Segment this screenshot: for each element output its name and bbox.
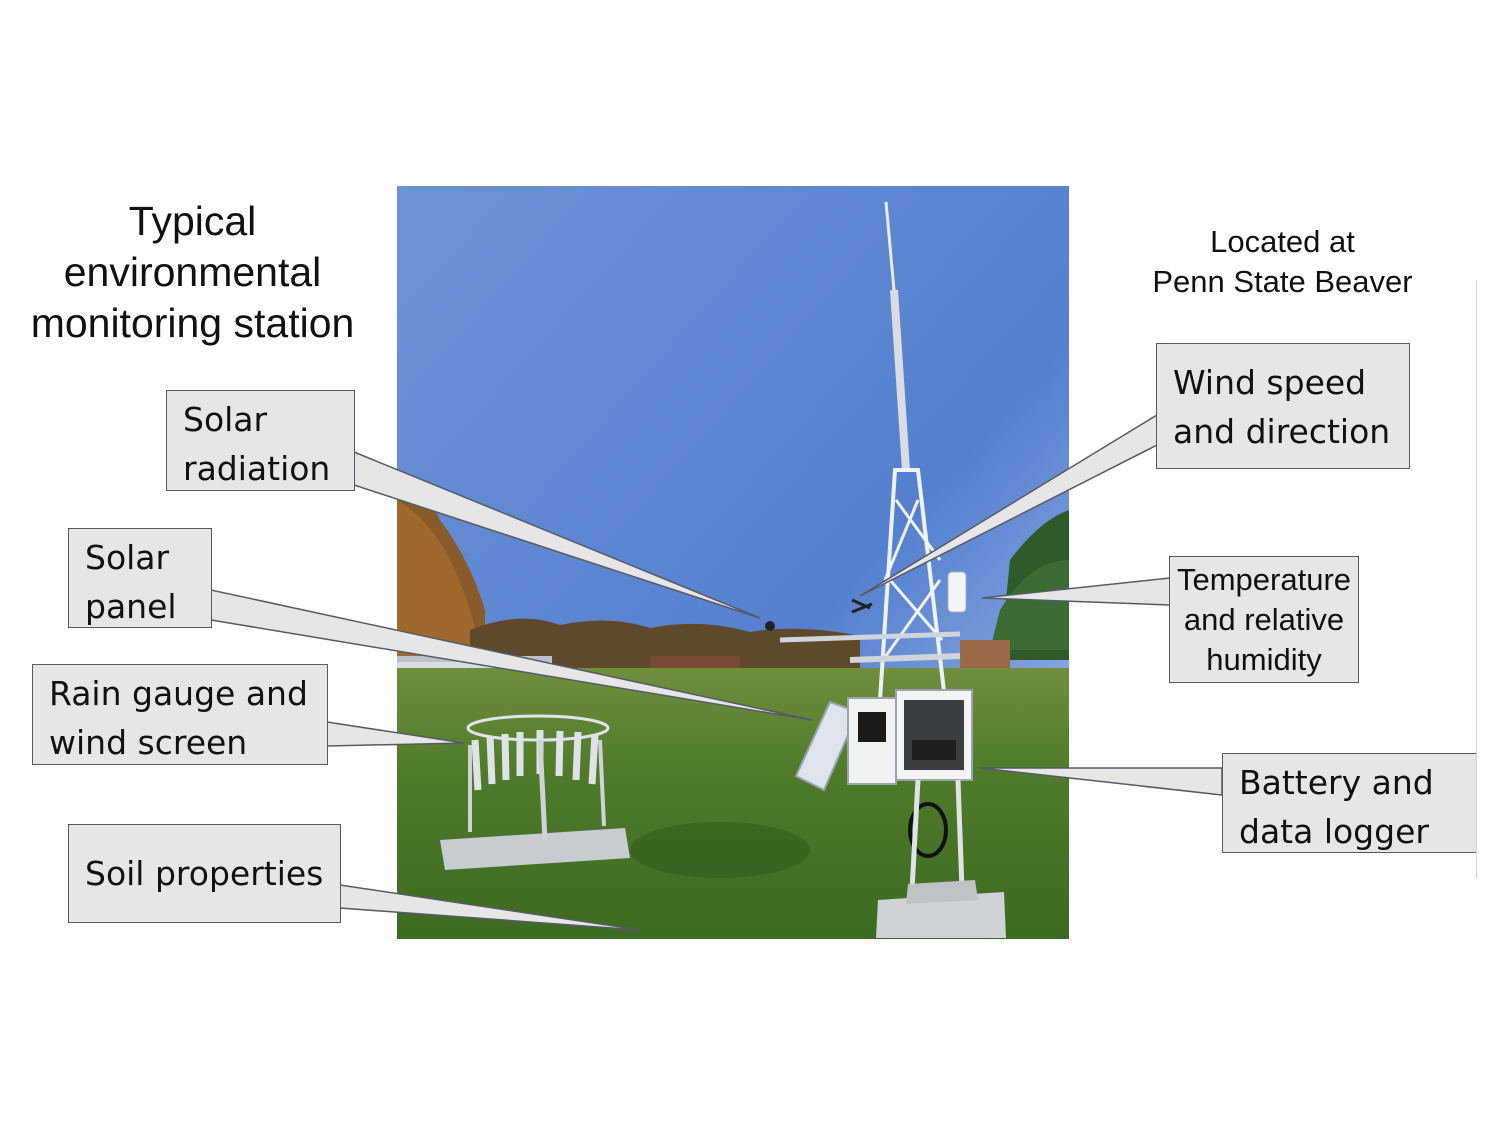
- logger-and-panel-drawing: [794, 689, 1006, 938]
- callout-line: wind screen: [49, 723, 248, 762]
- callout-rain-gauge: Rain gauge and wind screen: [32, 664, 328, 765]
- location-line: Penn State Beaver: [1152, 264, 1413, 299]
- slide-title: Typical environmental monitoring station: [0, 196, 385, 349]
- callout-line: panel: [85, 587, 177, 626]
- callout-line: and relative: [1183, 602, 1345, 637]
- callout-solar-panel: Solar panel: [68, 528, 212, 628]
- callout-line: and direction: [1173, 412, 1391, 451]
- side-divider: [1476, 280, 1477, 878]
- photo-frame: [397, 186, 1069, 939]
- callout-soil-properties: Soil properties: [68, 824, 341, 923]
- tree-line: [397, 470, 1069, 680]
- callout-line: data logger: [1239, 812, 1429, 851]
- callout-line: Rain gauge and: [49, 674, 308, 713]
- callout-line: humidity: [1206, 642, 1322, 677]
- callout-solar-radiation: Solar radiation: [166, 390, 355, 491]
- callout-line: radiation: [183, 449, 331, 488]
- callout-line: Solar: [183, 400, 268, 439]
- title-line: monitoring station: [30, 300, 355, 346]
- callout-wind: Wind speed and direction: [1156, 343, 1410, 469]
- callout-line: Wind speed: [1173, 363, 1367, 402]
- callout-battery: Battery and data logger: [1222, 753, 1477, 853]
- callout-line: Battery and: [1239, 763, 1434, 802]
- callout-temperature: Temperature and relative humidity: [1169, 556, 1359, 683]
- callout-line: Temperature: [1176, 562, 1352, 597]
- callout-line: Soil properties: [85, 854, 324, 893]
- callout-line: Solar: [85, 538, 170, 577]
- rain-gauge-drawing: [440, 714, 630, 870]
- title-line: Typical: [128, 198, 257, 244]
- location-line: Located at: [1210, 224, 1355, 259]
- title-line: environmental: [63, 249, 322, 295]
- location-note: Located at Penn State Beaver: [1120, 222, 1445, 302]
